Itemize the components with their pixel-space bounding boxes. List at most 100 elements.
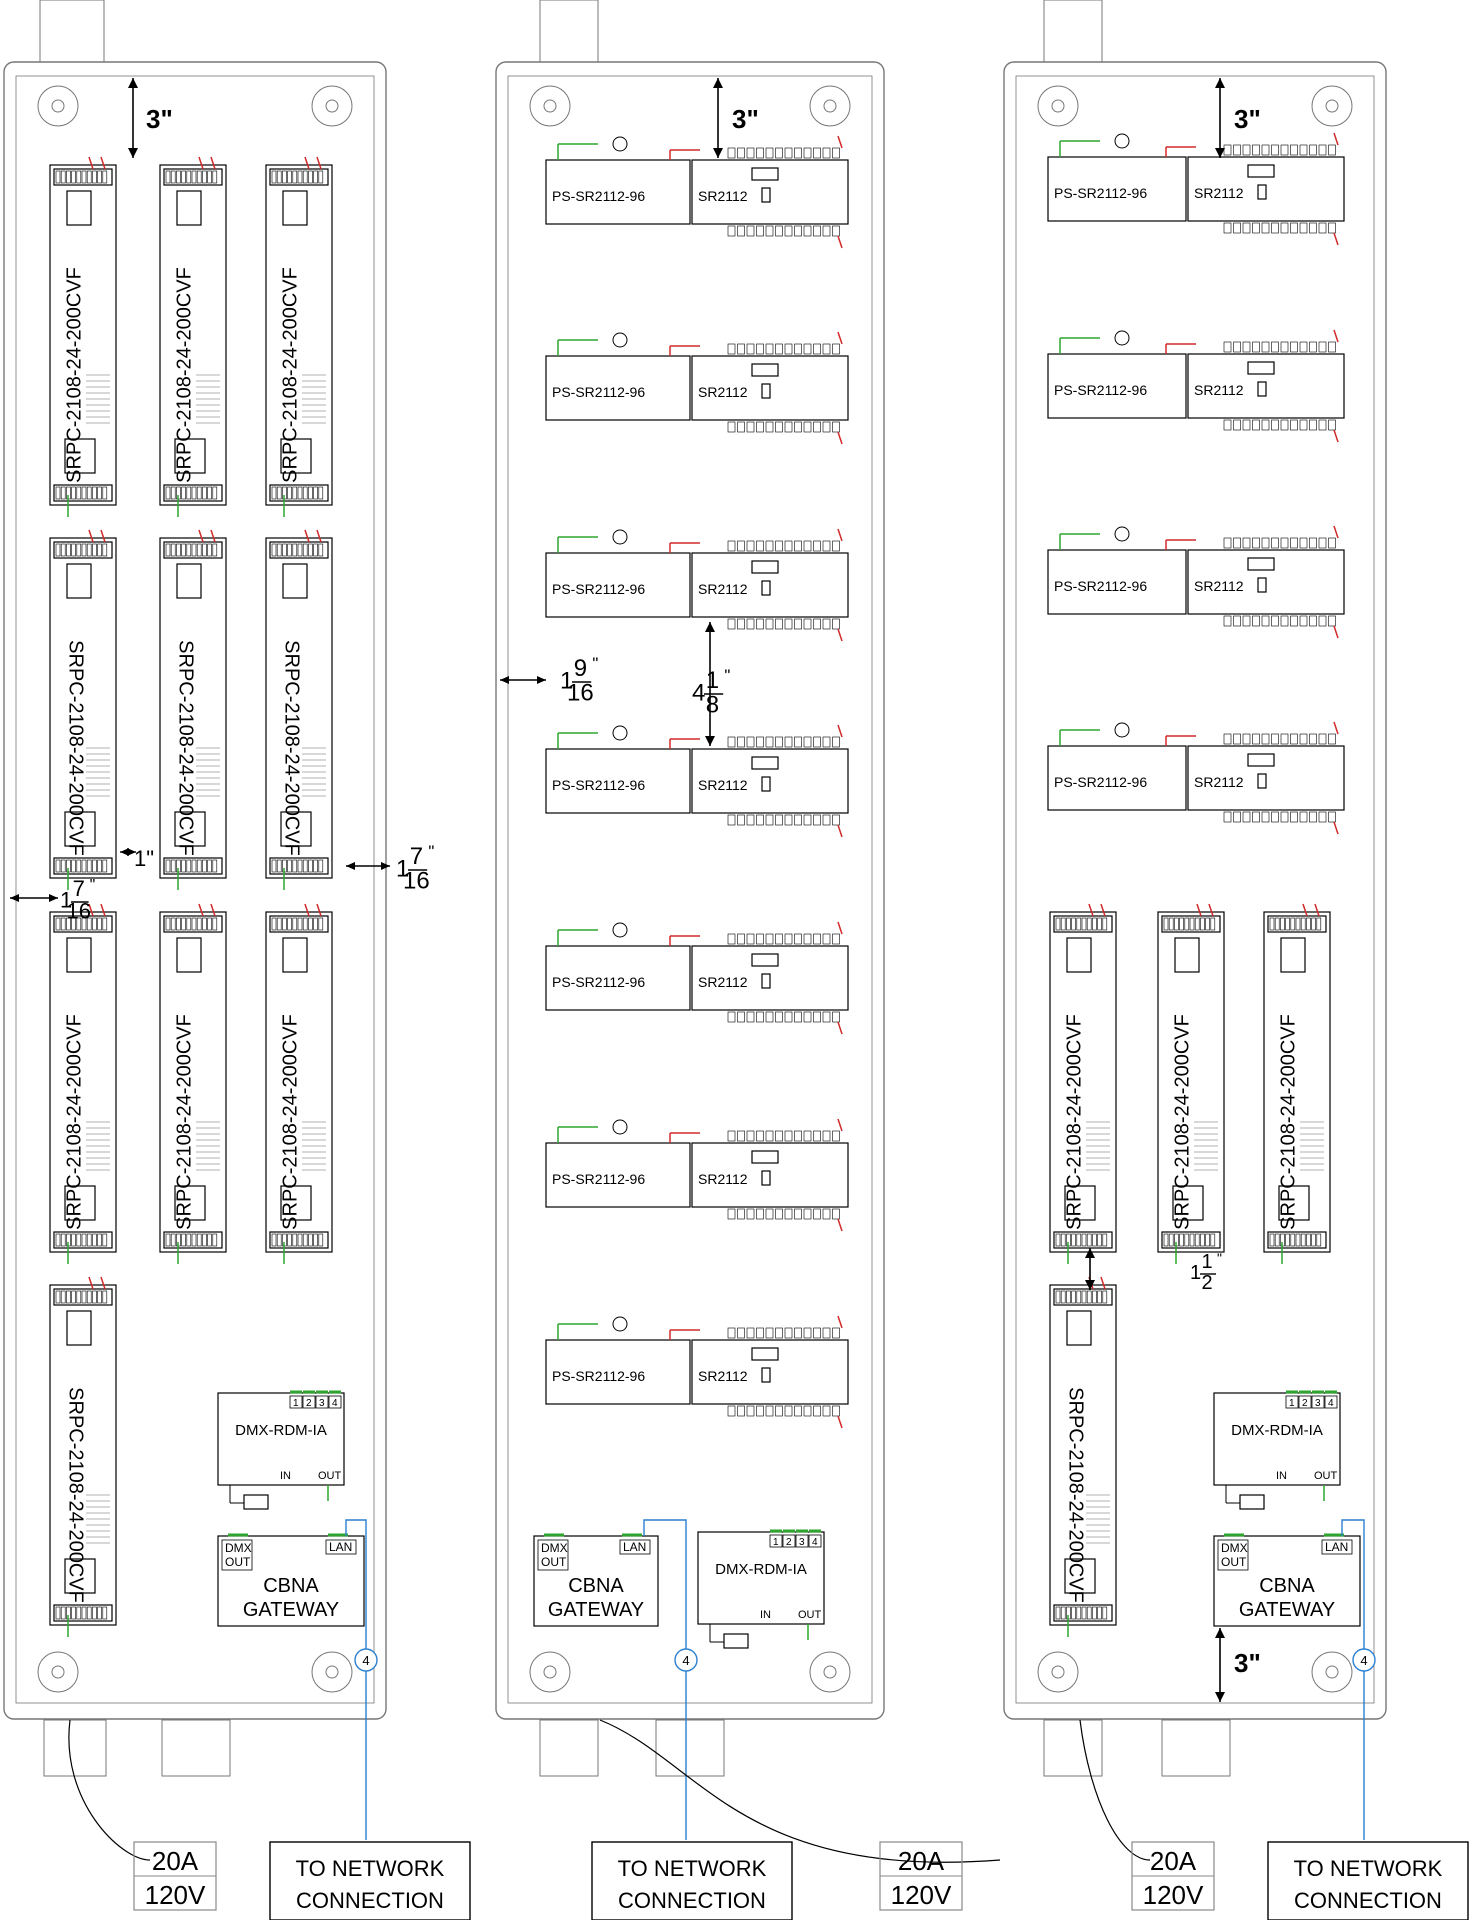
terminal-pin — [207, 1233, 212, 1247]
controller-terminal — [1223, 341, 1232, 353]
controller-terminal — [746, 1130, 755, 1142]
dmx-output-number: 1 — [1289, 1398, 1295, 1409]
terminal-pin — [1174, 917, 1179, 931]
terminal-pin — [71, 859, 76, 873]
keyhole-slot — [543, 1665, 557, 1679]
terminal-pin — [186, 859, 192, 873]
terminal-pin — [1316, 1233, 1322, 1247]
controller-model-label: SR2112 — [1194, 578, 1244, 594]
controller-display — [751, 167, 779, 181]
controller-button — [1257, 381, 1267, 397]
fraction-whole: 4 — [692, 679, 705, 706]
enclosure-outer — [1003, 61, 1387, 1720]
dmx-output-port — [315, 1395, 329, 1409]
fraction-suffix: " — [724, 666, 730, 685]
controller-button — [761, 776, 771, 792]
keyhole-slot — [543, 99, 557, 113]
terminal-strip — [1267, 915, 1327, 933]
controller-terminal — [765, 225, 774, 237]
terminal-pin — [170, 170, 176, 184]
controller-terminal — [1223, 733, 1232, 745]
terminal-pin — [165, 917, 171, 931]
dim-top-clearance: 3" — [732, 104, 759, 134]
fraction-denominator: 16 — [66, 899, 90, 924]
keyhole-slot — [1051, 99, 1065, 113]
controller-terminal — [1252, 537, 1260, 549]
led-wire — [1302, 903, 1308, 917]
controller-terminal — [1290, 615, 1298, 627]
terminal-pin — [318, 917, 324, 931]
controller-terminal — [775, 147, 783, 159]
controller-terminal — [1233, 341, 1241, 353]
controller-terminal — [803, 421, 812, 433]
controller-terminal — [813, 933, 821, 945]
srpc-driver: SRPC-2108-24-200CVF — [1263, 903, 1331, 1264]
terminal-pin — [1306, 917, 1311, 931]
terminal-pin — [1210, 1233, 1216, 1247]
controller-terminal — [737, 540, 745, 552]
controller-terminal — [746, 1208, 755, 1220]
terminal-pin — [196, 170, 202, 184]
terminal-pin — [102, 1606, 108, 1620]
controller-terminal — [1233, 733, 1241, 745]
controller-terminal — [1309, 615, 1317, 627]
terminal-pin — [212, 543, 218, 557]
dip-switch — [66, 190, 92, 226]
backplate — [507, 75, 873, 1704]
controller-terminal — [1318, 419, 1327, 431]
led-wire — [837, 331, 843, 345]
terminal-pin — [276, 486, 282, 500]
terminal-pin — [81, 917, 87, 931]
terminal-pin — [86, 1290, 92, 1304]
controller-model-label: SR2112 — [698, 777, 748, 793]
enclosure-outer — [495, 61, 885, 1720]
gateway-name-line2: GATEWAY — [1239, 1599, 1335, 1621]
controller-terminal — [794, 1208, 802, 1220]
controller-terminal — [803, 540, 812, 552]
controller-terminal — [803, 147, 812, 159]
gateway-name-line1: CBNA — [263, 1575, 319, 1597]
led-wire — [1208, 903, 1214, 917]
terminal-pin — [97, 859, 102, 873]
driver-body — [159, 537, 227, 879]
controller-terminal — [822, 540, 831, 552]
terminal-pin — [55, 1606, 61, 1620]
terminal-pin — [186, 170, 192, 184]
terminal-pin — [66, 1290, 71, 1304]
led-wire — [88, 156, 94, 170]
controller-terminal — [1280, 341, 1289, 353]
ac-power-symbol — [1114, 133, 1130, 149]
controller-terminal — [1242, 537, 1251, 549]
controller-terminal — [756, 540, 764, 552]
dip-switch — [1066, 937, 1092, 973]
bottom-knockout — [43, 1719, 107, 1777]
dim-top-clearance: 3" — [1234, 104, 1261, 134]
led-wire — [88, 1276, 94, 1290]
terminal-pin — [76, 859, 82, 873]
controller-body — [1187, 745, 1345, 811]
keyhole-mount — [809, 85, 851, 127]
led-wire — [88, 529, 94, 543]
psu-model-label: PS-SR2112-96 — [552, 188, 645, 204]
led-wire — [1333, 329, 1339, 343]
terminal-pin — [191, 859, 197, 873]
controller-terminal — [765, 421, 774, 433]
gateway-out-label: OUT — [541, 1555, 567, 1569]
driver-model-label: SRPC-2108-24-200CVF — [1063, 1014, 1085, 1230]
controller-body — [691, 1142, 849, 1208]
ac-power-symbol — [1114, 330, 1130, 346]
gateway-dmx-port — [537, 1539, 569, 1571]
controller-terminal — [784, 1208, 793, 1220]
controller-display — [1247, 361, 1275, 375]
terminal-pin — [71, 917, 76, 931]
terminal-pin — [191, 1233, 197, 1247]
controller-terminal — [1233, 419, 1241, 431]
dmx-out-label: OUT — [318, 1470, 342, 1482]
controller-terminal — [794, 225, 802, 237]
led-wire — [1196, 903, 1202, 917]
